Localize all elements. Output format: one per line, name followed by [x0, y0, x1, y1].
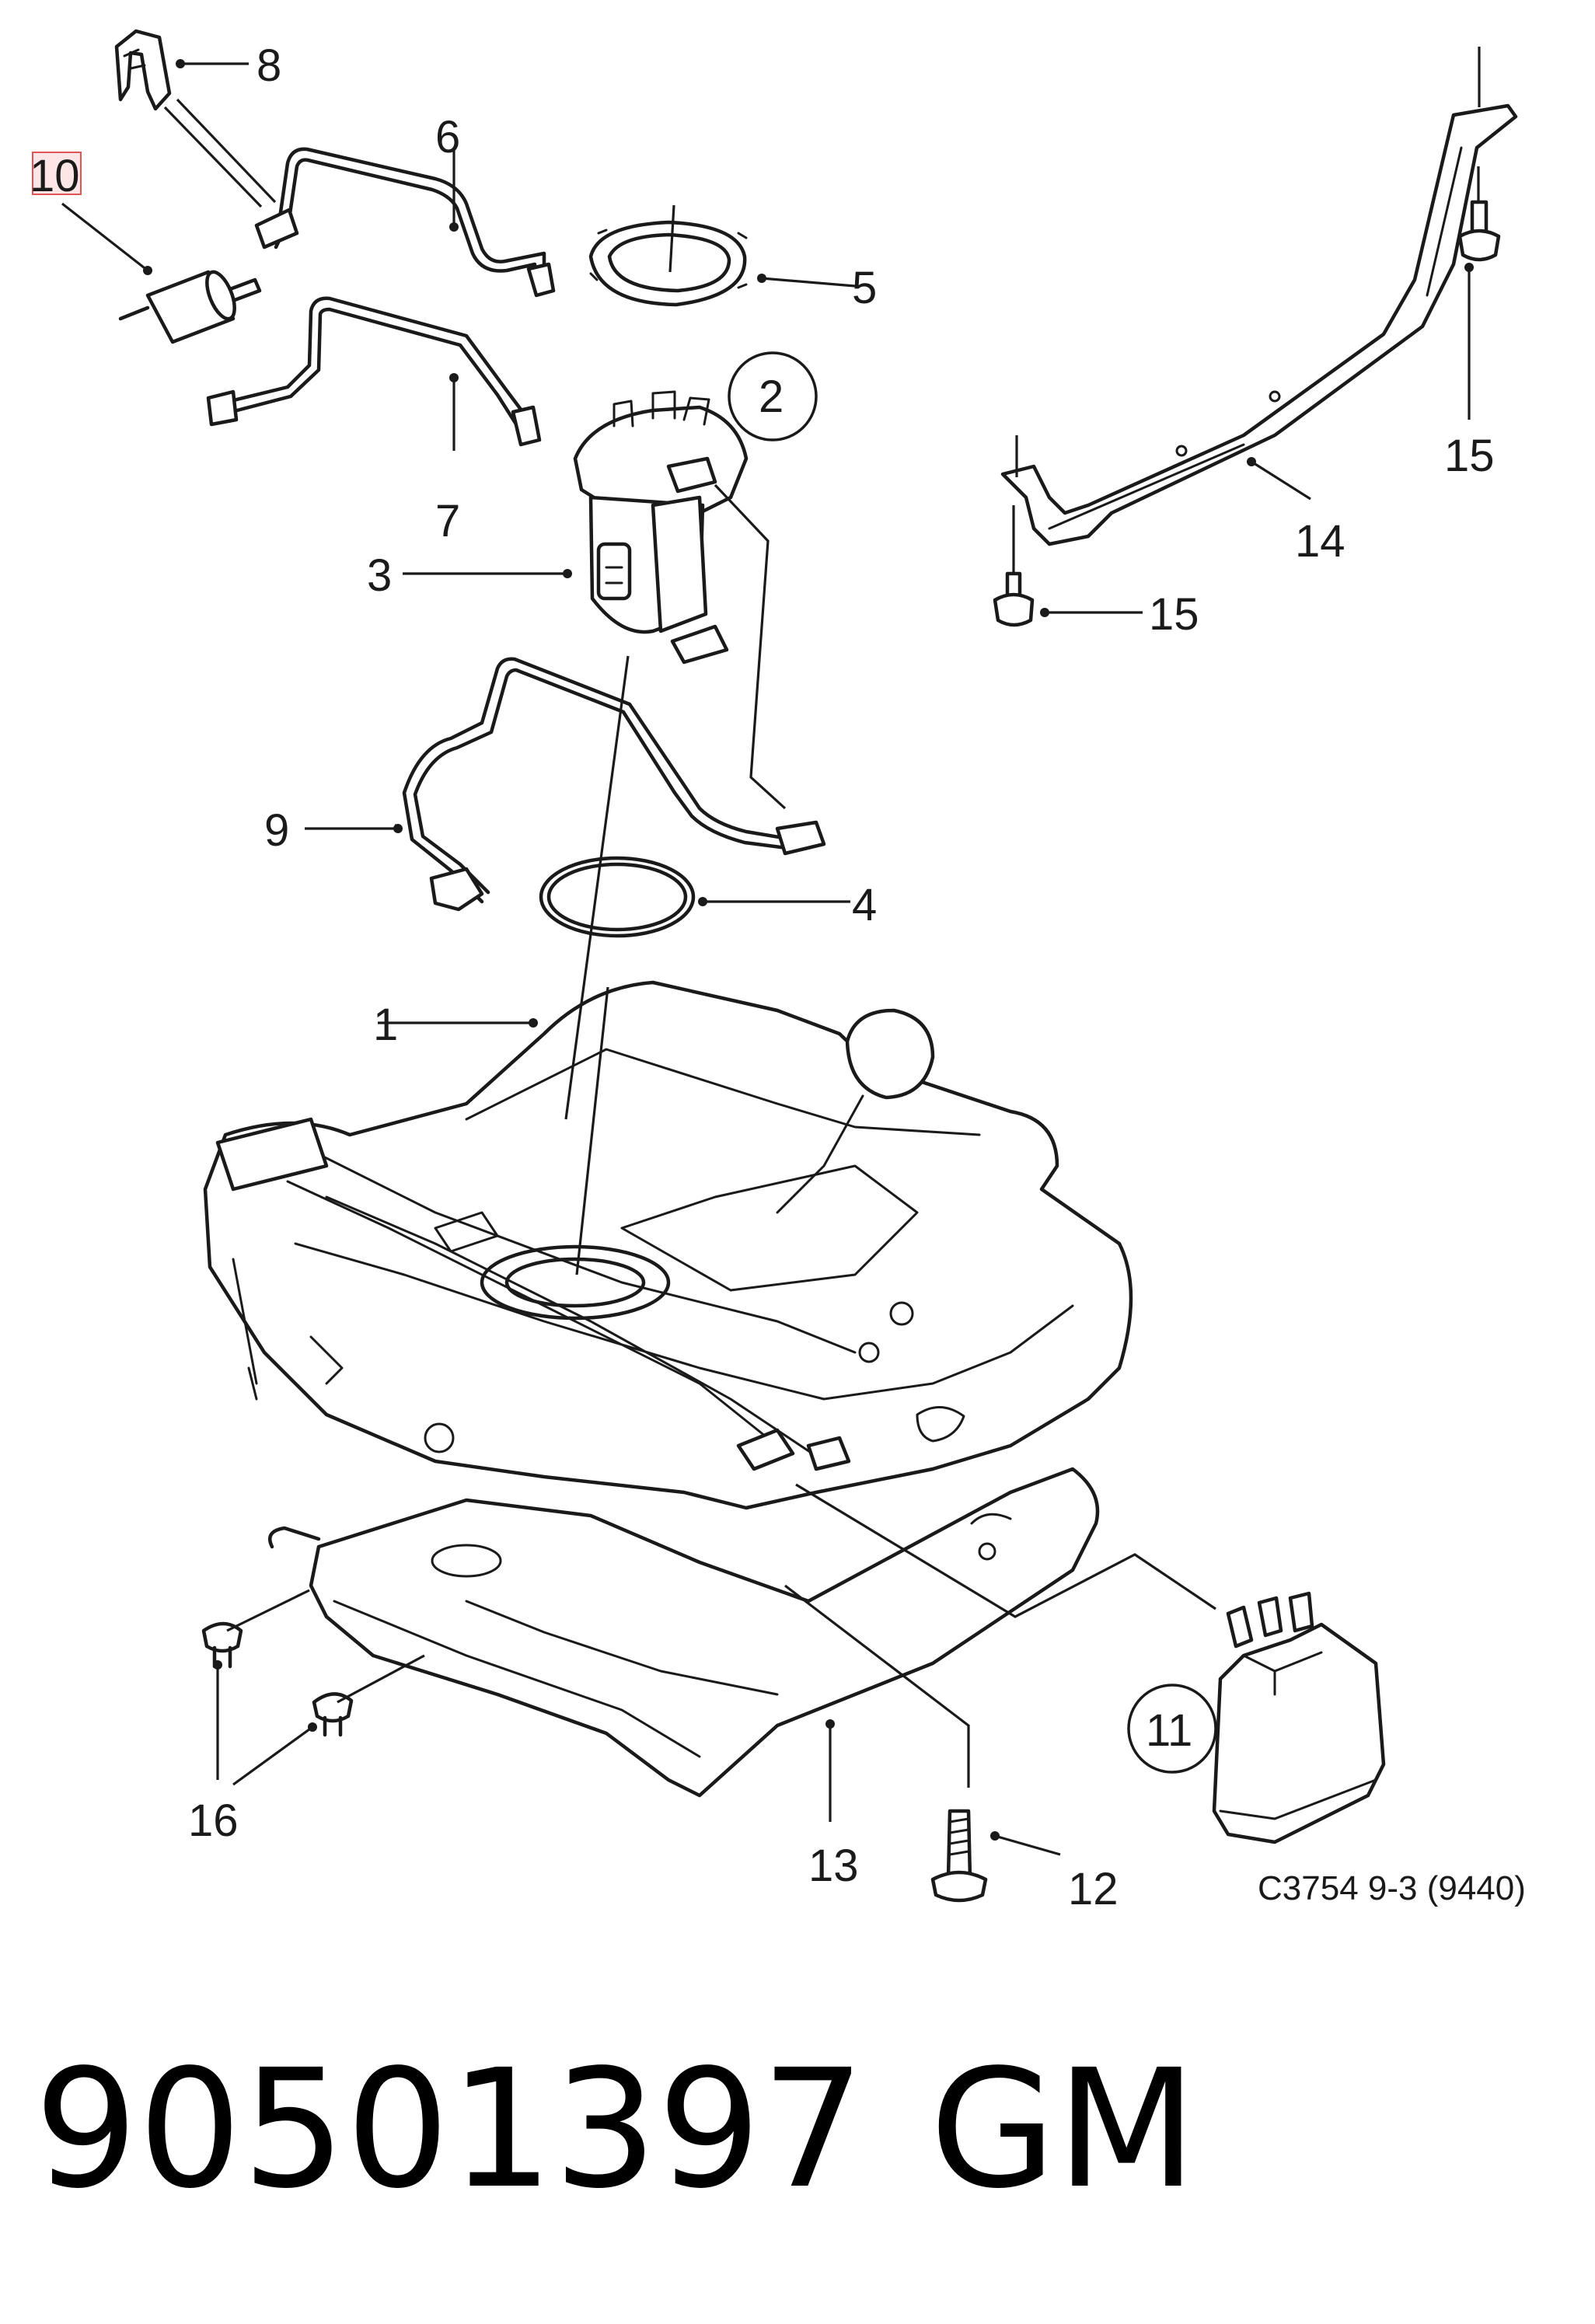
callout-10: 10: [30, 151, 80, 201]
wiring-harness-part-9: [402, 657, 826, 912]
heat-shield-part-13: [268, 1467, 1100, 1798]
callout-11-circle: [1127, 1684, 1217, 1774]
callout-8: 8: [257, 40, 281, 91]
callout-5: 5: [852, 263, 877, 313]
highlight-box-10: [32, 152, 82, 195]
callout-13: 13: [808, 1841, 859, 1891]
fuel-filter-part-10: [118, 270, 262, 344]
seal-ring-part-4: [539, 856, 696, 938]
callout-6: 6: [435, 112, 460, 162]
callout-2-circle: [728, 351, 818, 441]
shield-bolt-part-12: [930, 1809, 988, 1903]
brand-name: GM: [930, 2034, 1197, 2225]
charcoal-canister-part-11: [1212, 1591, 1386, 1844]
callout-16: 16: [188, 1795, 239, 1846]
strap-bolt-upper-part-15: [1457, 166, 1501, 262]
callout-15-lower: 15: [1149, 589, 1199, 640]
diagram-reference-code: C3754 9-3 (9440): [1258, 1869, 1526, 1907]
fuel-line-part-6: [254, 147, 556, 298]
fuel-tank-part-1: [203, 980, 1133, 1510]
callout-2: 2: [759, 372, 784, 422]
callout-14: 14: [1295, 516, 1345, 567]
fuel-pump-module-part-3: [573, 390, 749, 665]
leader-dots: [143, 59, 1474, 1841]
shield-clip-lower-part-16: [312, 1692, 354, 1737]
callout-9: 9: [264, 805, 289, 856]
callout-1: 1: [373, 1000, 398, 1050]
tank-strap-part-14: [1000, 47, 1518, 546]
callout-4: 4: [852, 880, 877, 930]
retaining-clip-part-8: [114, 29, 172, 111]
callout-3: 3: [367, 550, 392, 601]
callout-11: 11: [1146, 1705, 1192, 1756]
callout-7: 7: [435, 496, 460, 546]
shield-clip-upper-part-16: [201, 1621, 243, 1669]
part-number: 90501397: [34, 2034, 865, 2225]
callout-15-upper: 15: [1444, 431, 1495, 481]
strap-bolt-lower-part-15: [993, 505, 1035, 627]
fuel-line-part-7: [206, 296, 542, 447]
lock-ring-part-5: [588, 220, 748, 307]
callout-12: 12: [1068, 1864, 1119, 1914]
